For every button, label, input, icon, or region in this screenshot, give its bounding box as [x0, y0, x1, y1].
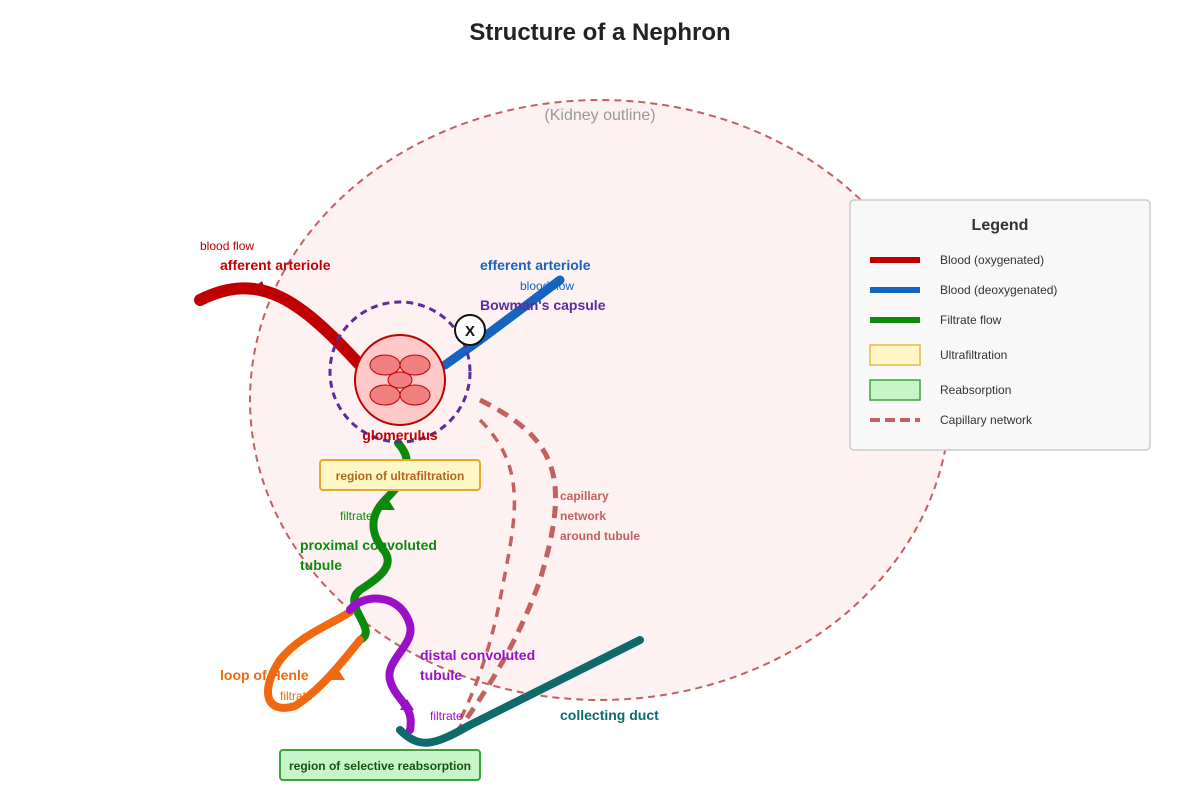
distal-label-line1: distal convoluted	[420, 647, 535, 663]
capillary-label-line2: network	[560, 509, 606, 523]
bowmans-capsule-label: Bowman's capsule	[480, 297, 606, 313]
legend-box	[849, 199, 1151, 451]
afferent-flow-arrow	[248, 281, 268, 297]
region-ultrafiltration: region of ultrafiltration	[319, 459, 481, 491]
proximal-label-line1: proximal convoluted	[300, 537, 437, 553]
region-reabsorption: region of selective reabsorption	[279, 749, 481, 781]
capillary-network-outer	[452, 397, 558, 737]
legend-item-label-1: Blood (deoxygenated)	[940, 283, 1057, 297]
legend-item-label-5: Capillary network	[940, 413, 1033, 427]
legend-swatch-4	[869, 379, 921, 401]
capillary-label-line3: around tubule	[560, 529, 640, 543]
collecting-duct	[396, 636, 644, 747]
filtrate-arrow-dct	[400, 699, 414, 710]
region-ultrafiltration-label: region of ultrafiltration	[336, 469, 465, 483]
afferent-arteriole	[194, 282, 366, 371]
legend-item-label-4: Reabsorption	[940, 383, 1011, 397]
distal-convoluted-tubule	[346, 594, 415, 734]
afferent-arteriole-label: afferent arteriole	[220, 257, 331, 273]
kidney-outline-label: (Kidney outline)	[544, 107, 655, 124]
filtrate-dct-label: filtrate	[430, 709, 463, 723]
bowmans-capsule	[328, 300, 472, 444]
page-title: Structure of a Nephron	[469, 19, 730, 46]
filtrate-arrow-pct	[381, 499, 395, 510]
capillary-label-line1: capillary	[560, 489, 609, 503]
legend: Legend Blood (oxygenated) Blood (deoxygen…	[849, 199, 1151, 451]
glomerulus-label: glomerulus	[362, 427, 438, 443]
legend-item-label-0: Blood (oxygenated)	[940, 253, 1044, 267]
proximal-label-line2: tubule	[300, 557, 342, 573]
blood-flow-afferent-label: blood flow	[200, 239, 254, 253]
legend-items: Blood (oxygenated) Blood (deoxygenated) Fi…	[869, 253, 1057, 427]
legend-swatch-3	[869, 344, 921, 366]
x-marker: X	[454, 314, 486, 346]
blood-flow-efferent-label: blood flow	[520, 279, 574, 293]
legend-item-label-3: Ultrafiltration	[940, 348, 1007, 362]
efferent-arteriole-label: efferent arteriole	[480, 257, 591, 273]
glomerulus	[354, 334, 446, 426]
filtrate-loop-label: filtrate	[280, 689, 313, 703]
legend-title: Legend	[972, 217, 1029, 234]
filtrate-arrow-loop	[331, 669, 345, 680]
capillary-network-inner	[458, 418, 517, 721]
distal-label-line2: tubule	[420, 667, 462, 683]
filtrate-pct-label: filtrate	[340, 509, 373, 523]
region-reabsorption-label: region of selective reabsorption	[289, 759, 471, 773]
legend-item-label-2: Filtrate flow	[940, 313, 1002, 327]
collecting-duct-label: collecting duct	[560, 707, 659, 723]
loop-of-henle	[264, 608, 364, 712]
loop-of-henle-label: loop of Henle	[220, 667, 309, 683]
x-marker-label: X	[465, 323, 475, 340]
